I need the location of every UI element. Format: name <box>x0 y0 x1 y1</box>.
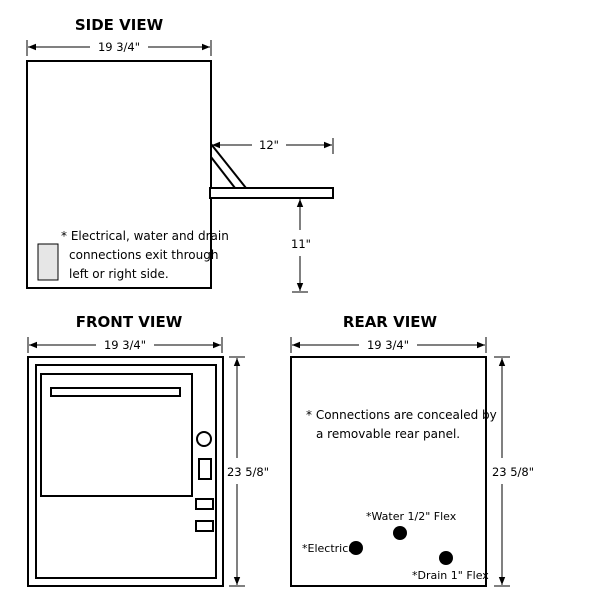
front-view: FRONT VIEW 19 3/4" 23 5/8" <box>27 313 269 587</box>
rear-width-label: 19 3/4" <box>367 338 409 352</box>
front-slot-upper <box>195 498 214 510</box>
rear-drain-label: *Drain 1" Flex <box>412 569 489 582</box>
rear-water-label: *Water 1/2" Flex <box>366 510 457 523</box>
rear-water-connection <box>393 526 407 540</box>
rear-height-label: 23 5/8" <box>492 465 534 479</box>
front-width-label: 19 3/4" <box>104 338 146 352</box>
front-view-title: FRONT VIEW <box>76 313 183 331</box>
rear-electrical-label: *Electrical <box>302 542 358 555</box>
side-bracket-outer <box>210 143 247 189</box>
front-slot-lower <box>195 520 214 532</box>
side-view: SIDE VIEW 19 3/4" 12" 11" * Electrical, … <box>26 16 334 293</box>
rear-view-title: REAR VIEW <box>343 313 438 331</box>
side-view-title: SIDE VIEW <box>75 16 164 34</box>
rear-view: REAR VIEW 19 3/4" * Connections are conc… <box>290 313 534 587</box>
front-display-window <box>198 458 212 480</box>
side-connection-exit <box>37 243 59 281</box>
side-bracket-inner <box>210 156 236 189</box>
side-note-line-2: connections exit through <box>69 248 218 262</box>
rear-cabinet <box>290 356 487 587</box>
side-note-line-1: * Electrical, water and drain <box>61 229 229 243</box>
rear-drain-connection <box>439 551 453 565</box>
rear-note-line-2: a removable rear panel. <box>316 427 460 441</box>
side-height-label: 11" <box>291 237 311 251</box>
rear-note-line-1: * Connections are concealed by <box>306 408 497 422</box>
front-round-button <box>196 431 212 447</box>
front-height-label: 23 5/8" <box>227 465 269 479</box>
side-shelf <box>209 187 334 199</box>
rear-electrical-connection <box>349 541 363 555</box>
side-note-line-3: left or right side. <box>69 267 169 281</box>
side-depth-label: 12" <box>259 138 279 152</box>
front-dispenser-slot <box>50 387 181 397</box>
side-width-label: 19 3/4" <box>98 40 140 54</box>
